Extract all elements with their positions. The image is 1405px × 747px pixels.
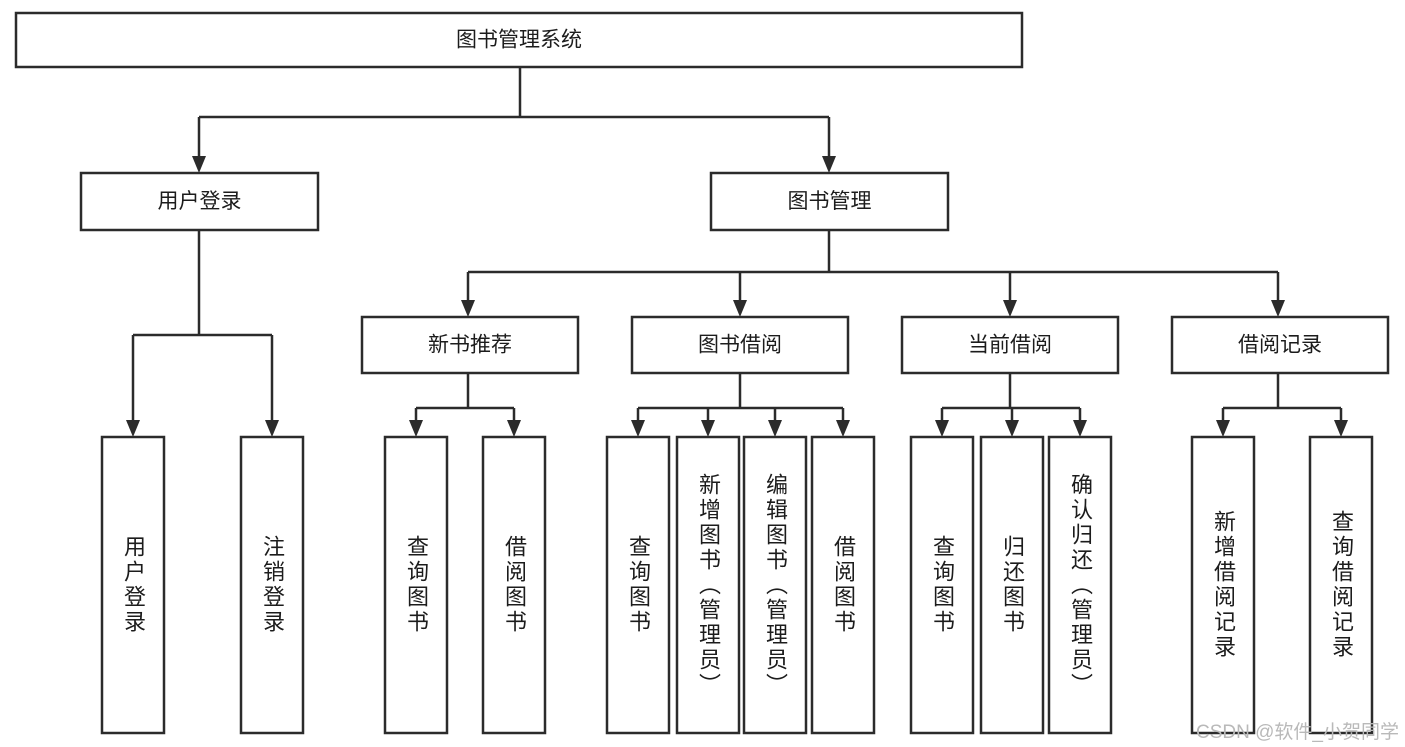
node-book-manage-label: 图书管理 [788, 190, 872, 213]
arrow-head-icon [935, 420, 949, 437]
node-leaf-query-book-2[interactable] [605, 435, 671, 735]
node-leaf-query-book-3[interactable] [909, 435, 975, 735]
node-leaf-user-login[interactable] [100, 435, 166, 735]
arrow-head-icon [409, 420, 423, 437]
connector-layer [126, 67, 1348, 437]
node-user-login-label: 用户登录 [158, 190, 242, 213]
arrow-head-icon [461, 300, 475, 317]
arrow-head-icon [733, 300, 747, 317]
arrow-head-icon [1334, 420, 1348, 437]
node-borrow-record[interactable] [1170, 315, 1390, 375]
arrow-head-icon [126, 420, 140, 437]
arrow-head-icon [192, 156, 206, 173]
node-leaf-edit-book[interactable] [742, 435, 808, 735]
arrow-head-icon [507, 420, 521, 437]
arrow-head-icon [1271, 300, 1285, 317]
node-root[interactable] [14, 11, 1024, 69]
arrow-head-icon [768, 420, 782, 437]
node-new-book-recommend-label: 新书推荐 [428, 334, 512, 357]
arrow-head-icon [631, 420, 645, 437]
arrow-head-icon [265, 420, 279, 437]
node-current-borrow-label: 当前借阅 [968, 334, 1052, 357]
node-leaf-borrow-book-2[interactable] [810, 435, 876, 735]
node-leaf-query-book-1[interactable] [383, 435, 449, 735]
node-leaf-return-book[interactable] [979, 435, 1045, 735]
node-leaf-add-book[interactable] [675, 435, 741, 735]
node-user-login[interactable] [79, 171, 320, 232]
node-leaf-borrow-book-1[interactable] [481, 435, 547, 735]
node-box-layer [14, 11, 1390, 735]
arrow-head-icon [1216, 420, 1230, 437]
arrow-head-icon [701, 420, 715, 437]
arrow-head-icon [822, 156, 836, 173]
node-book-manage[interactable] [709, 171, 950, 232]
node-leaf-query-borrow-record[interactable] [1308, 435, 1374, 735]
node-leaf-user-logout[interactable] [239, 435, 305, 735]
arrow-head-icon [1073, 420, 1087, 437]
node-book-borrow-label: 图书借阅 [698, 334, 782, 357]
node-leaf-confirm-return[interactable] [1047, 435, 1113, 735]
node-leaf-add-borrow-record[interactable] [1190, 435, 1256, 735]
node-new-book-recommend[interactable] [360, 315, 580, 375]
arrow-head-icon [836, 420, 850, 437]
node-borrow-record-label: 借阅记录 [1238, 334, 1322, 357]
arrow-head-icon [1003, 300, 1017, 317]
node-book-borrow[interactable] [630, 315, 850, 375]
arrow-head-icon [1005, 420, 1019, 437]
node-root-label: 图书管理系统 [456, 29, 582, 52]
node-current-borrow[interactable] [900, 315, 1120, 375]
